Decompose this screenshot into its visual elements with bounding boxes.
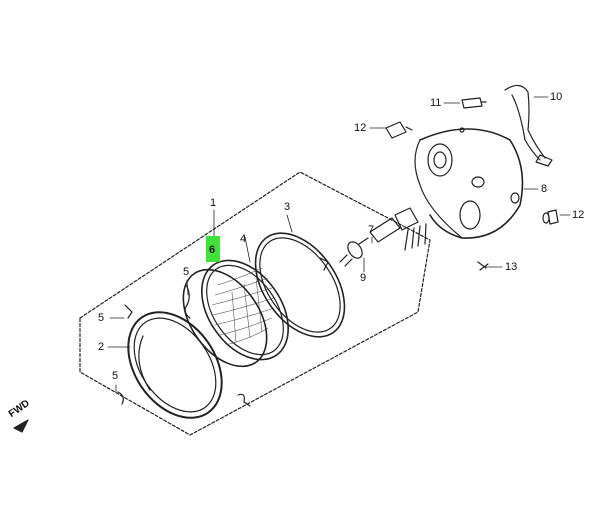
callout-11: 11	[430, 97, 442, 109]
bolt-part	[477, 261, 489, 271]
callout-4: 4	[240, 233, 247, 245]
headlight-case-part	[414, 127, 524, 239]
callout-5-left: 5	[98, 312, 105, 324]
fwd-arrow	[13, 419, 29, 433]
bulb-part	[339, 237, 369, 267]
callout-9: 9	[360, 272, 367, 284]
callout-2: 2	[98, 341, 105, 353]
callout-12-right: 12	[572, 209, 585, 221]
lens-ring-part	[182, 268, 268, 368]
headlight-rim-part	[127, 311, 223, 419]
mounting-ring-part	[254, 232, 346, 338]
headlight-lens-part	[201, 259, 289, 361]
assembly-outline	[79, 171, 431, 436]
callout-1: 1	[210, 197, 217, 209]
callout-8: 8	[541, 183, 548, 195]
highlight-marker	[206, 236, 220, 262]
callout-13: 13	[505, 261, 518, 273]
callout-6: 6	[209, 244, 216, 256]
grommet-part	[542, 209, 559, 225]
callout-5-upper: 5	[183, 266, 190, 278]
indicator-bulb-part	[385, 121, 413, 139]
callout-10: 10	[550, 91, 563, 103]
small-bulb-part	[461, 97, 487, 109]
callout-12-upper: 12	[354, 122, 367, 134]
socket-part	[369, 207, 427, 251]
wire-harness-part	[504, 84, 553, 167]
callout-7: 7	[368, 224, 375, 236]
callout-5-lower: 5	[112, 370, 119, 382]
callout-3: 3	[284, 201, 291, 213]
